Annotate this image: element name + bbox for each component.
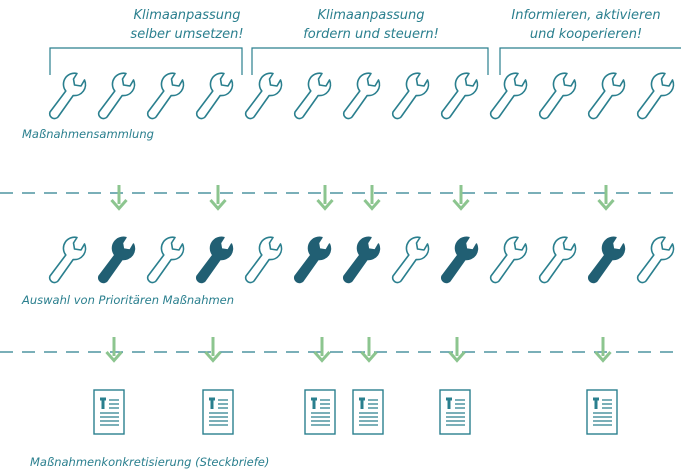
wrench-outline-icon	[244, 72, 283, 120]
wrench-outline-icon	[146, 72, 185, 120]
wrench-outline-icon	[342, 72, 381, 120]
arrow-down-icon	[594, 335, 612, 362]
wrench-filled-icon	[587, 236, 626, 284]
wrench-outline-icon	[440, 72, 479, 120]
header-group-2: Klimaanpassung fordern und steuern!	[261, 6, 481, 44]
document-icon	[585, 388, 619, 436]
header-3-line1: Informieren, aktivieren	[511, 8, 661, 23]
wrench-outline-icon	[391, 236, 430, 284]
arrow-down-icon	[452, 183, 470, 210]
wrench-outline-icon	[587, 72, 626, 120]
arrow-down-icon	[313, 335, 331, 362]
wrench-outline-icon	[636, 72, 675, 120]
wrench-outline-icon	[489, 72, 528, 120]
wrench-outline-icon	[636, 236, 675, 284]
wrench-outline-icon	[48, 72, 87, 120]
document-icon	[351, 388, 385, 436]
header-3-line2: und kooperieren!	[529, 27, 643, 42]
wrench-filled-icon	[293, 236, 332, 284]
document-icon	[303, 388, 337, 436]
document-icon	[201, 388, 235, 436]
arrows-2	[105, 335, 612, 362]
wrench-outline-icon	[195, 72, 234, 120]
row1-wrenches	[48, 72, 675, 120]
label-row2: Auswahl von Prioritären Maßnahmen	[22, 293, 235, 307]
wrench-outline-icon	[97, 72, 136, 120]
bracket-group-3	[499, 47, 681, 75]
arrow-down-icon	[316, 183, 334, 210]
wrench-outline-icon	[146, 236, 185, 284]
arrow-down-icon	[448, 335, 466, 362]
label-row1: Maßnahmensammlung	[22, 127, 154, 141]
document-icon	[92, 388, 126, 436]
header-2-line1: Klimaanpassung	[317, 8, 425, 23]
header-2-line2: fordern und steuern!	[303, 27, 439, 42]
arrow-down-icon	[597, 183, 615, 210]
header-group-3: Informieren, aktivieren und kooperieren!	[476, 6, 681, 44]
label-row3: Maßnahmenkonkretisierung (Steckbriefe)	[30, 455, 270, 469]
wrench-outline-icon	[391, 72, 430, 120]
wrench-filled-icon	[97, 236, 136, 284]
arrow-down-icon	[110, 183, 128, 210]
wrench-filled-icon	[440, 236, 479, 284]
arrow-down-icon	[360, 335, 378, 362]
bracket-group-2	[251, 47, 489, 75]
wrench-outline-icon	[489, 236, 528, 284]
wrench-filled-icon	[342, 236, 381, 284]
row2-wrenches	[48, 236, 675, 284]
arrow-down-icon	[204, 335, 222, 362]
arrow-down-icon	[209, 183, 227, 210]
header-group-1: Klimaanpassung selber umsetzen!	[77, 6, 297, 44]
wrench-outline-icon	[244, 236, 283, 284]
arrow-down-icon	[363, 183, 381, 210]
row3-documents	[92, 388, 619, 436]
header-1-line1: Klimaanpassung	[133, 8, 241, 23]
arrows-1	[110, 183, 615, 210]
wrench-outline-icon	[538, 72, 577, 120]
document-icon	[438, 388, 472, 436]
arrow-down-icon	[105, 335, 123, 362]
wrench-outline-icon	[538, 236, 577, 284]
wrench-outline-icon	[293, 72, 332, 120]
bracket-group-1	[49, 47, 243, 75]
wrench-outline-icon	[48, 236, 87, 284]
wrench-filled-icon	[195, 236, 234, 284]
header-1-line2: selber umsetzen!	[130, 27, 244, 42]
